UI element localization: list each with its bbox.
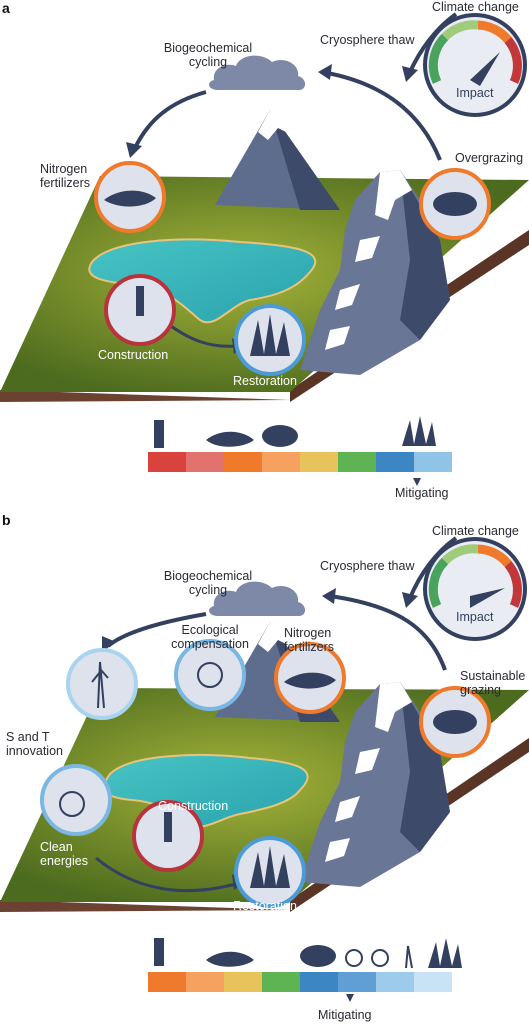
label-nitrogen: Nitrogen fertilizers: [40, 162, 91, 190]
scale-segment: [186, 972, 224, 992]
scale-segment: [300, 972, 338, 992]
scale-segment: [338, 452, 376, 472]
scale-segment: [338, 972, 376, 992]
arrow-clean-energies: [95, 856, 237, 893]
scale-bar-a: [148, 452, 452, 472]
cloud-b: [209, 581, 306, 616]
ridge-snow: [325, 682, 412, 862]
scale-segment: [376, 972, 414, 992]
scale-segment: [376, 452, 414, 472]
panel-letter-b: b: [2, 512, 11, 528]
panel-a-illustration: [0, 12, 529, 486]
label-mitigating: Mitigating: [318, 1008, 372, 1022]
central-mountain-shade: [270, 110, 340, 210]
impact-gauge: [423, 13, 527, 117]
label-nitrogen: Nitrogen fertilizers: [284, 626, 335, 654]
label-climate-change: Climate change: [432, 524, 519, 538]
scale-segment: [224, 452, 262, 472]
central-mountain-snow: [258, 622, 290, 652]
mitigating-arrow: [346, 994, 354, 1002]
scale-dollar-icon: [345, 949, 363, 967]
scale-nitrogen-icon: [206, 431, 254, 447]
label-mitigating: Mitigating: [395, 486, 449, 500]
arrow-cycling-left-head: [102, 636, 116, 652]
ground-side: [0, 900, 290, 912]
panel-b: b: [0, 512, 529, 1024]
label-impact: Impact: [456, 86, 494, 100]
gauge-needle: [470, 52, 500, 86]
label-cryosphere-thaw: Cryosphere thaw: [320, 559, 415, 573]
arrow-cycling-head: [318, 64, 332, 80]
label-biogeochemical: Biogeochemical cycling: [163, 569, 253, 597]
arrow-cycling-head: [322, 588, 336, 604]
label-ecological-compensation: Ecological compensation: [171, 623, 249, 651]
scale-nitrogen-icon: [206, 951, 254, 967]
arrow-climate: [408, 12, 458, 73]
ground-side: [0, 390, 290, 402]
scale-plant-icon: [405, 945, 413, 969]
label-impact: Impact: [456, 610, 494, 624]
arrow-cycling-left: [132, 90, 207, 151]
scale-segment: [414, 972, 452, 992]
label-construction: Construction: [158, 799, 229, 813]
panel-a: a: [0, 0, 529, 505]
impact-gauge: [423, 537, 527, 641]
scale-segment: [148, 972, 186, 992]
scale-segment: [262, 452, 300, 472]
label-sustainable-grazing: Sustainable grazing: [460, 669, 526, 697]
mountain-ridge-shade: [400, 682, 450, 852]
scale-grass-icon: [428, 938, 462, 968]
label-clean-energies: Clean energies: [40, 840, 88, 868]
ecological-compensation-icon: [174, 639, 246, 711]
scale-yak-icon: [262, 425, 298, 447]
clean-energies-icon: [40, 764, 112, 836]
cloud-a: [209, 55, 306, 90]
mountain-ridge-shade: [400, 170, 450, 340]
label-overgrazing: Overgrazing: [455, 151, 524, 165]
scale-segment: [414, 452, 452, 472]
label-s-and-t-innovation: S and T innovation: [6, 730, 63, 758]
label-climate-change: Climate change: [432, 0, 519, 14]
panel-letter-a: a: [2, 0, 10, 16]
label-construction: Construction: [98, 348, 169, 362]
label-restoration: Restoration: [233, 899, 297, 913]
scale-construction-icon: [154, 938, 164, 966]
scale-energy-icon: [371, 949, 389, 967]
label-restoration: Restoration: [233, 374, 297, 388]
arrow-cycling: [321, 70, 442, 161]
scale-grass-icon: [402, 416, 436, 446]
scale-segment: [186, 452, 224, 472]
scale-segment: [262, 972, 300, 992]
scale-yak-icon: [300, 945, 336, 967]
ridge-snow: [325, 170, 412, 350]
arrow-cycling: [329, 594, 447, 671]
mitigating-arrow: [413, 478, 421, 486]
lake: [103, 754, 309, 828]
scale-construction-icon: [154, 420, 164, 448]
scale-bar-b: [148, 972, 452, 992]
arrow-climate-head: [402, 592, 418, 608]
gauge-needle: [470, 588, 505, 608]
arrow-cycling-left-head: [126, 142, 142, 158]
label-biogeochemical: Biogeochemical cycling: [163, 41, 253, 69]
scale-segment: [224, 972, 262, 992]
label-cryosphere-thaw: Cryosphere thaw: [320, 33, 415, 47]
scale-segment: [300, 452, 338, 472]
central-mountain-snow: [258, 110, 290, 140]
scale-segment: [148, 452, 186, 472]
arrow-construction: [167, 322, 237, 348]
arrow-climate-head: [402, 66, 418, 82]
panel-b-illustration: [0, 536, 529, 1002]
